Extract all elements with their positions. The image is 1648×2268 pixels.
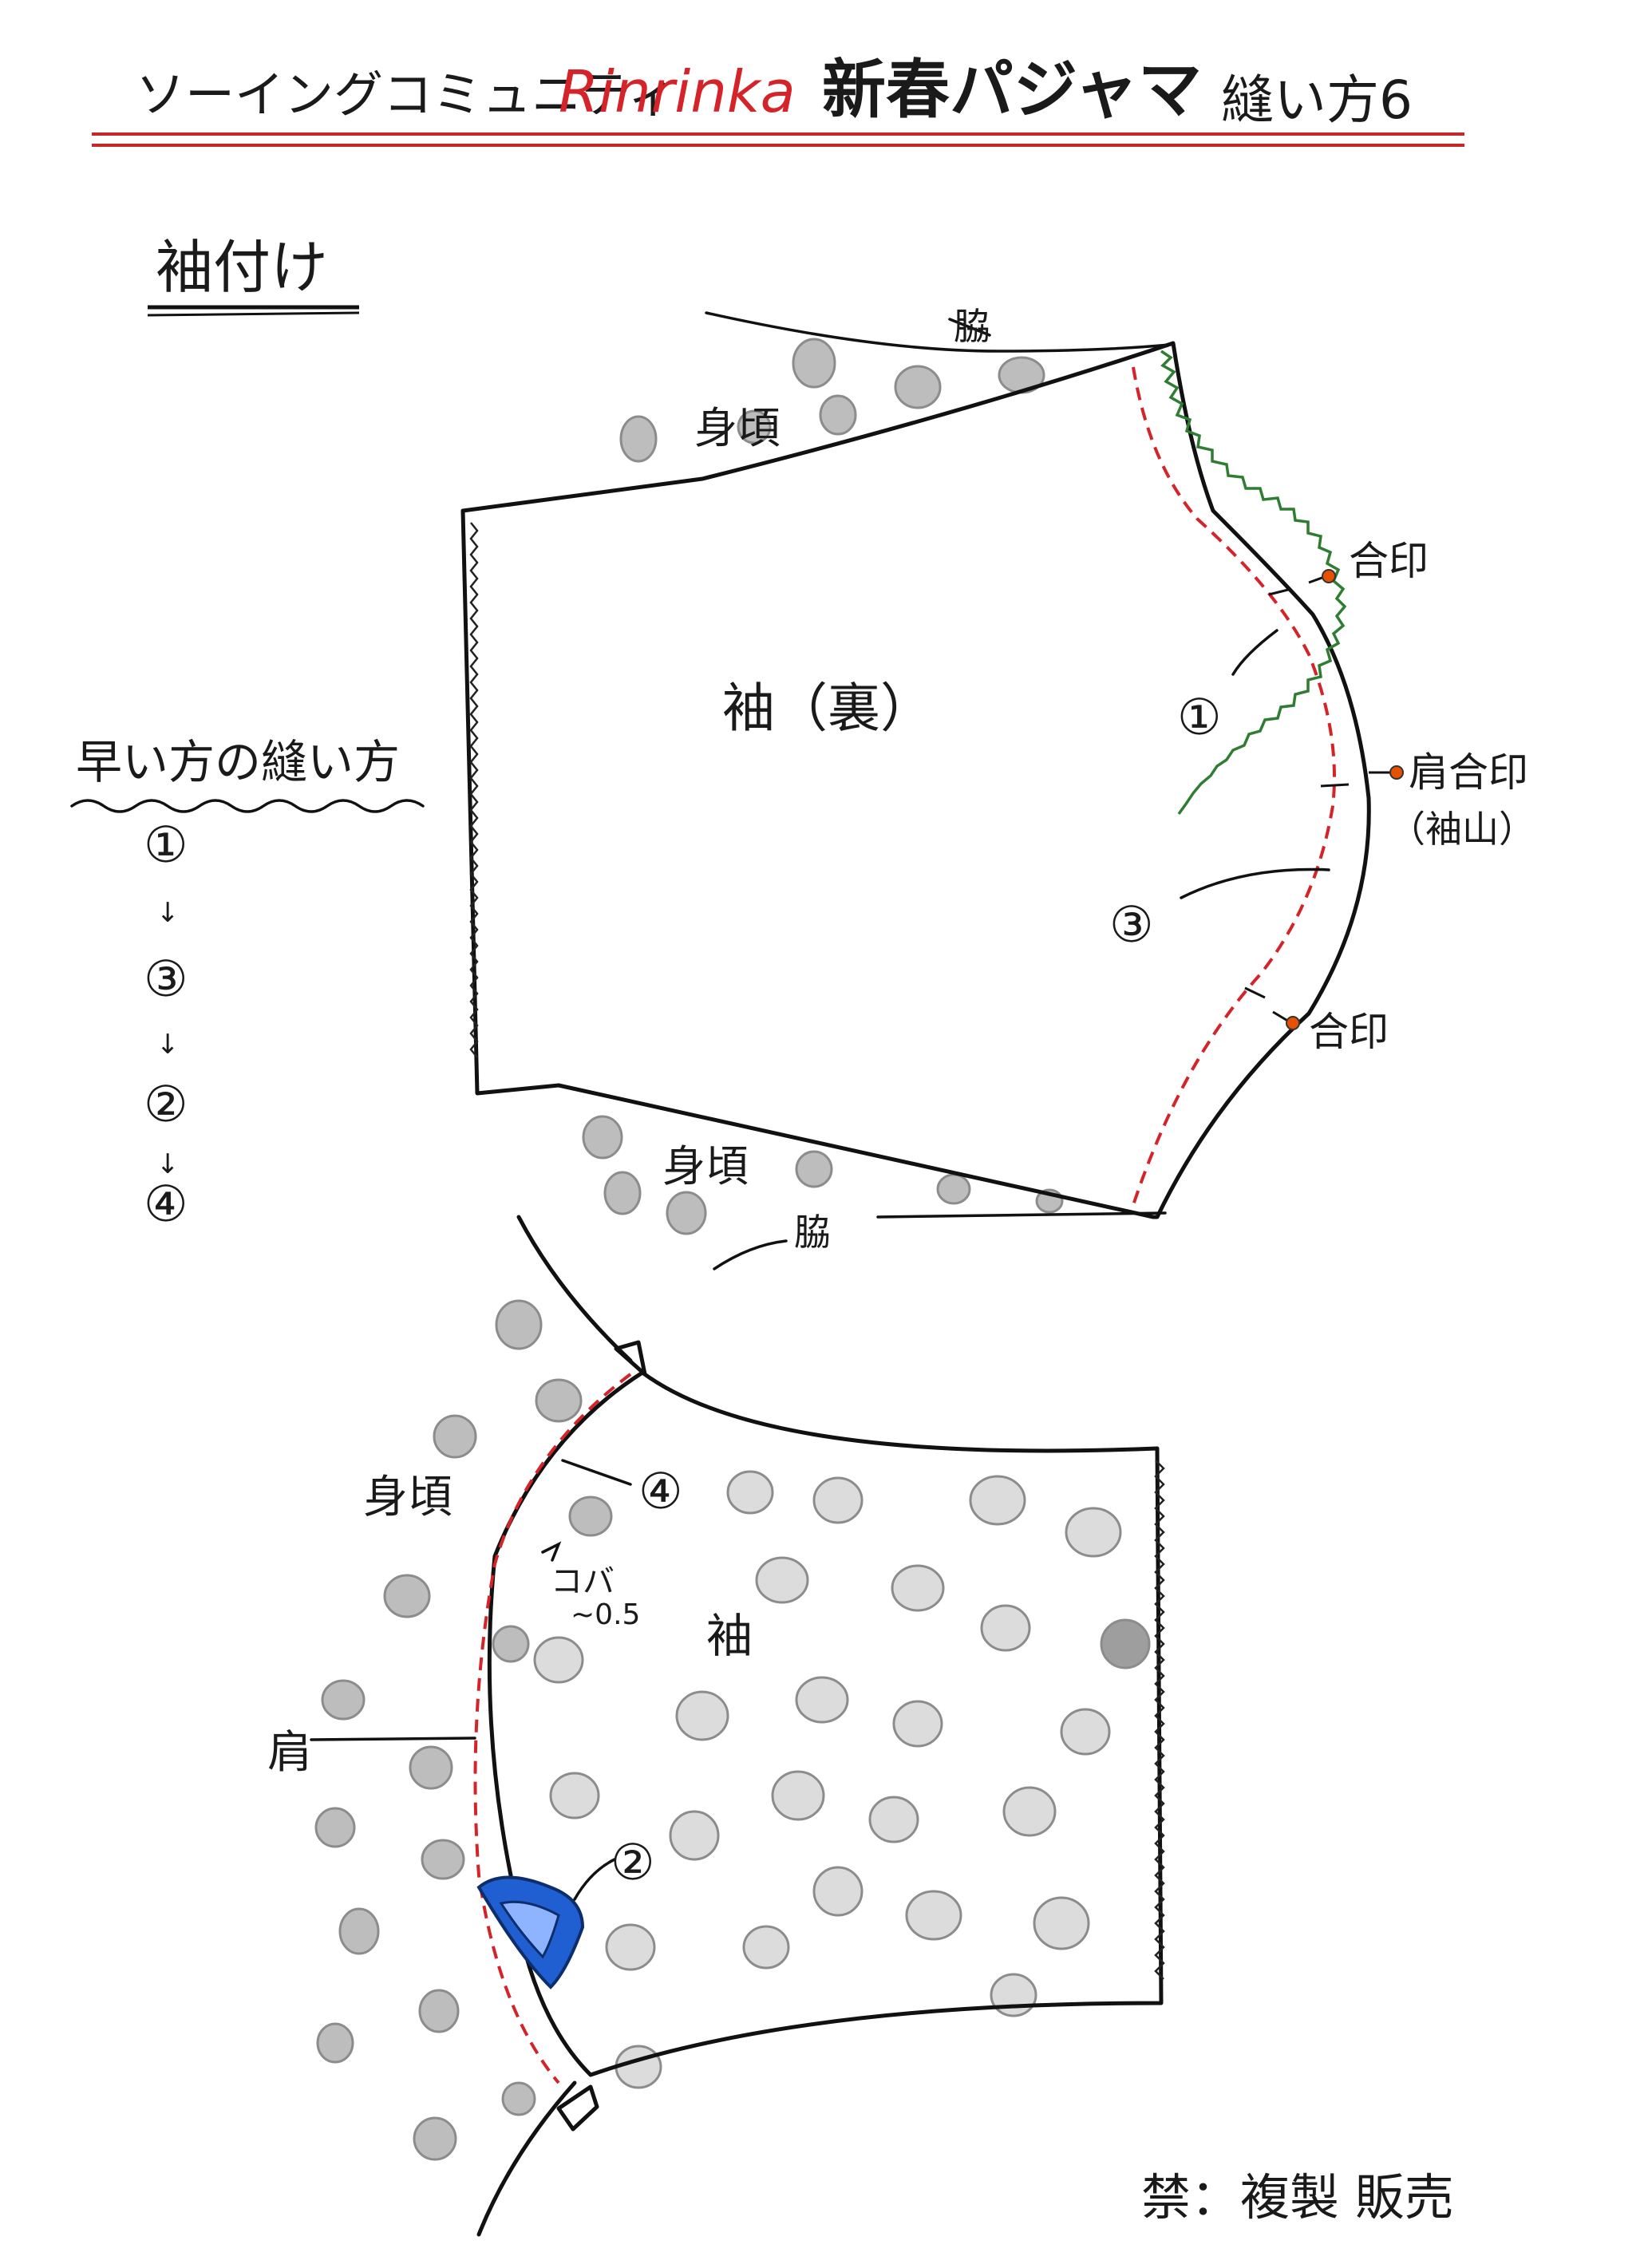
armhole-topstitch [473, 1373, 632, 2084]
header: ソーイングコミュニティ Rinrinka 新春パジャマ 縫い方6 [92, 53, 1464, 147]
bodice-bottom-edge-2 [876, 1211, 1167, 1219]
body-label-bottom: 身頃 [662, 1141, 749, 1191]
sleeve-label-top: 袖（裏） [722, 678, 933, 739]
shoulder-leader [310, 1737, 476, 1741]
sleeve-label: 袖 [706, 1609, 753, 1663]
bodice-lower-curve [476, 2080, 577, 2237]
sleeve-dots [533, 1470, 1151, 2089]
bodice-dots [314, 1299, 613, 2161]
order-step-2: ③ [144, 950, 188, 1008]
mark-lower-leader [1272, 1010, 1290, 1023]
edge-arrow [541, 1541, 562, 1562]
sleeve-hem-zigzag [469, 522, 479, 1058]
notch-tick-shoulder [1320, 783, 1350, 788]
sleeve-seam-stitch [1132, 366, 1336, 1206]
bodice-top-edge [705, 311, 1171, 353]
seam-tab-bottom [556, 2084, 599, 2132]
shoulder-label: 肩 [267, 1727, 312, 1779]
order-step-3: ② [144, 1075, 188, 1133]
step-1-label: ① [1177, 688, 1222, 746]
mark-upper-pin [1322, 569, 1336, 583]
side-leader-top [948, 318, 991, 337]
sleeve-right-zigzag [1154, 1460, 1165, 1980]
body-label-top: 身頃 [694, 403, 781, 453]
side-label-top: 脇 [954, 305, 990, 348]
bodice-dots-top [619, 338, 1045, 463]
order-wavy-underline [70, 799, 425, 813]
mark-lower-pin [1286, 1016, 1300, 1030]
section-underline-2 [147, 311, 360, 317]
header-step: 縫い方6 [1221, 69, 1413, 131]
notch-tick-lower [1244, 986, 1266, 999]
side-leader-bottom [713, 1239, 788, 1270]
order-arrow-3: ↓ [156, 1148, 180, 1180]
step-2-label: ② [611, 1833, 655, 1891]
mark-shoulder-pin [1389, 765, 1404, 780]
order-step-1: ① [144, 816, 188, 874]
copyright-notice: 禁：複製 販売 [1141, 2168, 1454, 2227]
top-diagram: 脇 身頃 袖（裏） 合印 肩合印 （袖山） 合印 ① ③ 身頃 脇 [460, 305, 1535, 1270]
sleeve-outline [460, 341, 1371, 1219]
edge-note-2: ~0.5 [571, 1598, 640, 1631]
order-step-4: ④ [144, 1175, 188, 1233]
mark-shoulder-label: 肩合印 [1409, 749, 1528, 796]
step2-leader [573, 1858, 616, 1901]
mark-lower-label: 合印 [1309, 1009, 1389, 1055]
step-3-label: ③ [1109, 895, 1154, 954]
bottom-diagram: 身頃 ④ コバ ~0.5 袖 肩 ② [267, 1215, 1165, 2237]
side-label-bottom: 脇 [794, 1211, 831, 1254]
section-heading: 袖付け [147, 234, 360, 317]
header-community: ソーイングコミュニティ [136, 65, 677, 124]
header-brand: Rinrinka [559, 58, 796, 125]
order-arrow-2: ↓ [156, 1029, 180, 1061]
sewing-order: 早い方の縫い方 ① ↓ ③ ↓ ② ↓ ④ [70, 735, 425, 1233]
seam-tab-top [614, 1340, 647, 1377]
bodice-dots-bottom [582, 1115, 1064, 1235]
mark-shoulder-note: （袖山） [1389, 808, 1535, 851]
step3-leader [1180, 867, 1330, 899]
iron-icon [476, 1875, 585, 1989]
header-title: 新春パジャマ [822, 53, 1202, 127]
edge-note-1: コバ [551, 1563, 615, 1600]
step4-leader [561, 1459, 632, 1486]
order-arrow-1: ↓ [156, 897, 180, 929]
order-title: 早い方の縫い方 [76, 735, 400, 789]
sleeve-cap-overlock [1160, 350, 1347, 816]
notch-tick-upper [1268, 587, 1292, 596]
bodice-neck-curve [516, 1215, 633, 1363]
body-label: 身頃 [363, 1472, 453, 1523]
step1-leader [1231, 629, 1278, 676]
step-4-label: ④ [638, 1462, 683, 1520]
section-title: 袖付け [156, 234, 328, 301]
sleeve-outline-bottom [487, 1370, 1164, 2077]
mark-upper-label: 合印 [1349, 538, 1429, 584]
